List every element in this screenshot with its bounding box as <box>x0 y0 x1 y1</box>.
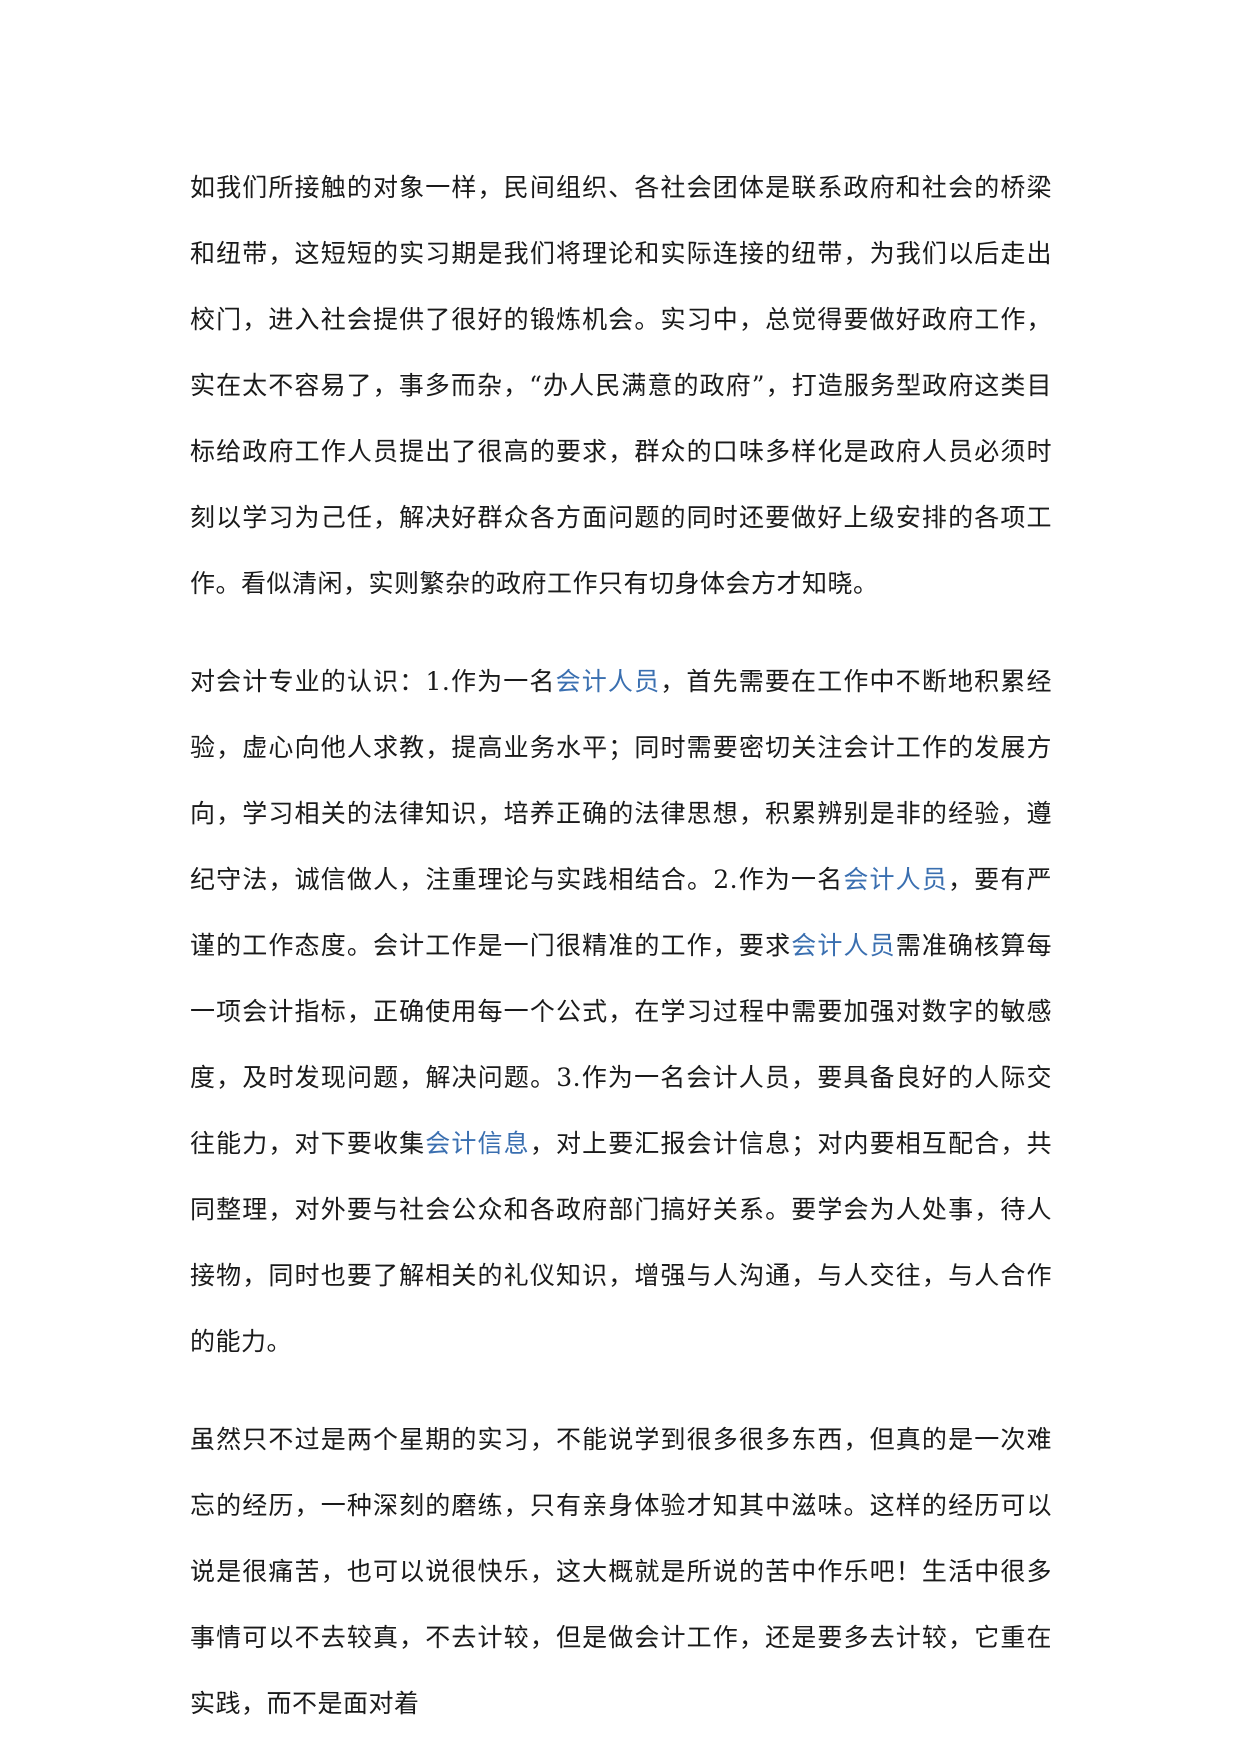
paragraph-internship-reflection: 虽然只不过是两个星期的实习，不能说学到很多很多东西，但真的是一次难忘的经历，一种… <box>190 1407 1052 1737</box>
accounting-information-link[interactable]: 会计信息 <box>425 1129 530 1158</box>
paragraph-text: 如我们所接触的对象一样，民间组织、各社会团体是联系政府和社会的桥梁和纽带，这短短… <box>190 173 1052 598</box>
paragraph-internship-government: 如我们所接触的对象一样，民间组织、各社会团体是联系政府和社会的桥梁和纽带，这短短… <box>190 155 1052 617</box>
paragraph-accounting-understanding: 对会计专业的认识：1.作为一名会计人员，首先需要在工作中不断地积累经验，虚心向他… <box>190 649 1052 1375</box>
paragraph-text: ，对上要汇报会计信息；对内要相互配合，共同整理，对外要与社会公众和各政府部门搞好… <box>190 1129 1052 1356</box>
paragraph-text: 对会计专业的认识：1.作为一名 <box>190 667 556 696</box>
accounting-staff-link[interactable]: 会计人员 <box>555 667 661 696</box>
paragraph-text: 虽然只不过是两个星期的实习，不能说学到很多很多东西，但真的是一次难忘的经历，一种… <box>190 1425 1052 1718</box>
paragraph-text: ，要有严谨的工作态度。会计工作是一门很精准的工作，要求 <box>190 865 1052 960</box>
paragraph-text: 需准确核算每一项会计指标，正确使用每一个公式，在学习过程中需要加强对数字的敏感度… <box>190 931 1052 1158</box>
accounting-staff-link[interactable]: 会计人员 <box>843 865 948 894</box>
paragraph-text: ，首先需要在工作中不断地积累经验，虚心向他人求教，提高业务水平；同时需要密切关注… <box>190 667 1052 894</box>
body-text: 如我们所接触的对象一样，民间组织、各社会团体是联系政府和社会的桥梁和纽带，这短短… <box>190 155 1052 1737</box>
accounting-staff-link[interactable]: 会计人员 <box>791 931 896 960</box>
